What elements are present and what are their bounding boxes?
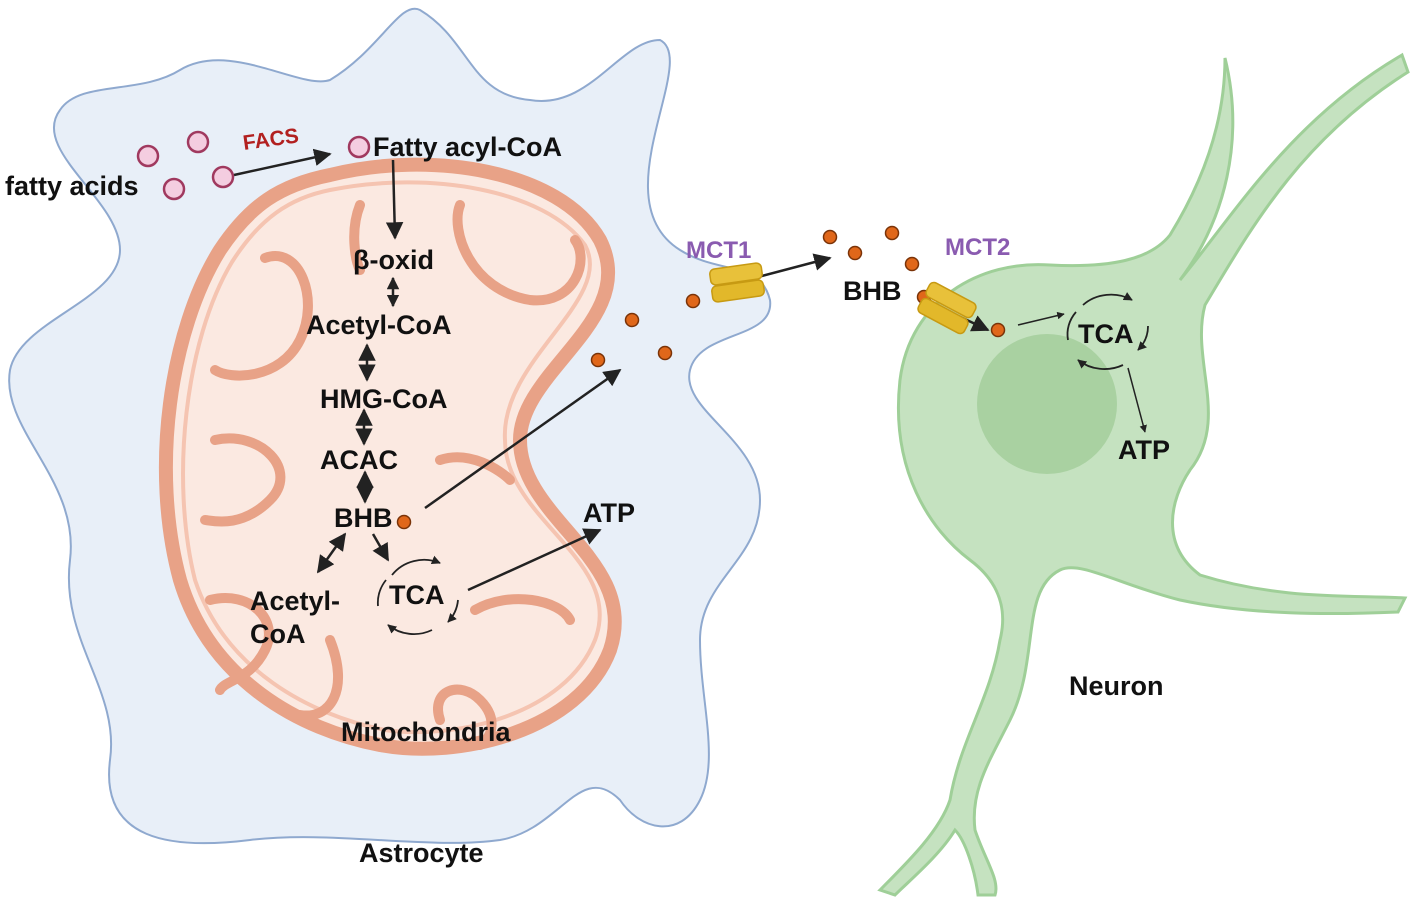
mct1-transporter: [709, 262, 765, 303]
neuron-label: Neuron: [1069, 671, 1164, 701]
atp-neuron-label: ATP: [1118, 435, 1170, 465]
atp-astro-label: ATP: [583, 498, 635, 528]
pathway-arrows: [233, 148, 1147, 592]
tca-cycle-neuron: [1066, 292, 1149, 370]
tca-astro-label: TCA: [389, 580, 445, 610]
mct2-label: MCT2: [945, 234, 1010, 261]
bhb-mito-label: BHB: [334, 503, 393, 533]
tca-cycle-astrocyte: [377, 555, 459, 635]
hmg-coa-label: HMG-CoA: [320, 384, 447, 414]
neuron-cell: [877, 52, 1410, 897]
bhb-extracellular-label: BHB: [843, 276, 902, 306]
bhb-molecules: [396, 225, 1006, 530]
acetyl-coa-bottom-label-line2: CoA: [250, 619, 306, 649]
fatty-acids-label: fatty acids: [5, 171, 139, 201]
mct2-transporter: [917, 281, 977, 335]
mitochondrion: [158, 157, 622, 756]
acac-label: ACAC: [320, 445, 398, 475]
beta-oxid-label: β-oxid: [353, 245, 434, 275]
fatty-acid-molecules: [136, 130, 371, 201]
tca-neuron-label: TCA: [1078, 319, 1134, 349]
neuron-nucleus: [977, 334, 1117, 474]
astrocyte-label: Astrocyte: [359, 838, 484, 868]
fatty-acyl-coa-label: Fatty acyl-CoA: [373, 132, 562, 162]
mct1-label: MCT1: [686, 237, 751, 264]
acetyl-coa-bottom-label-line1: Acetyl-: [250, 586, 340, 616]
mitochondria-label: Mitochondria: [341, 717, 511, 747]
acetyl-coa-top-label: Acetyl-CoA: [306, 310, 452, 340]
